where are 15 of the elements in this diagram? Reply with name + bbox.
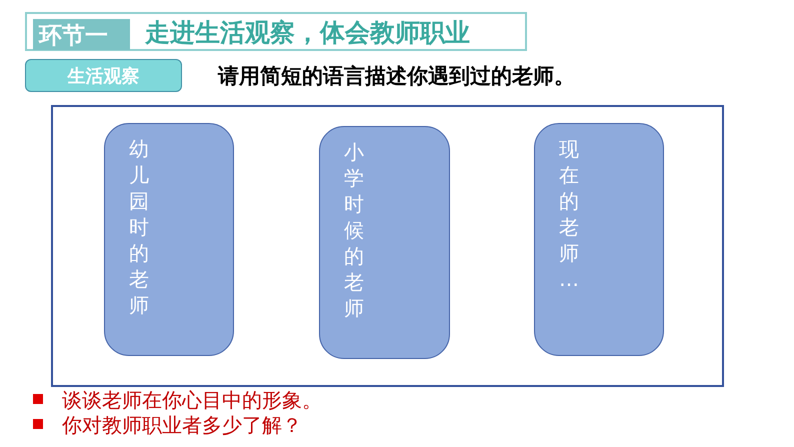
vertical-text: 小学时候的老师 <box>344 139 365 321</box>
vertical-text: 现在的老师… <box>559 136 580 292</box>
rounded-card <box>319 126 450 359</box>
section-title: 走进生活观察，体会教师职业 <box>145 17 470 49</box>
bullet-text: 谈谈老师在你心目中的形象。 <box>62 387 322 414</box>
title-bar <box>25 12 527 51</box>
bullet-text: 你对教师职业者多少了解？ <box>62 412 302 439</box>
panel-frame <box>51 105 724 387</box>
topic-tag: 生活观察 <box>25 59 182 92</box>
section-label: 环节一 <box>39 22 108 51</box>
rounded-card <box>104 123 234 356</box>
section-tab <box>33 19 130 50</box>
vertical-text: 幼儿园时的老师 <box>129 136 150 318</box>
prompt-text: 请用简短的语言描述你遇到过的老师。 <box>218 63 575 90</box>
rounded-card <box>534 123 664 356</box>
